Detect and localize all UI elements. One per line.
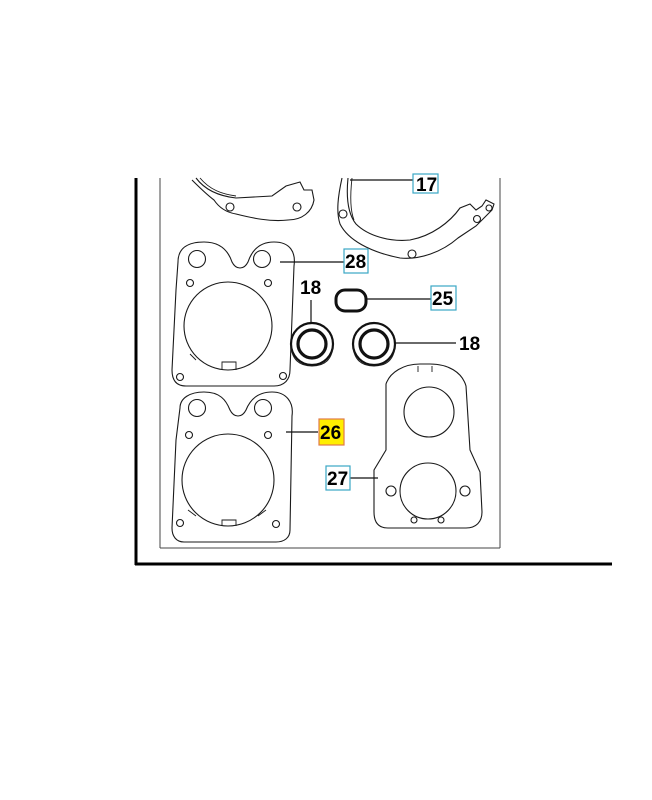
cylinder-gasket-28 bbox=[171, 241, 295, 387]
callout-26: 26 bbox=[320, 423, 341, 444]
cylinder-gasket-26 bbox=[171, 391, 293, 543]
crankcase-gasket-right-part bbox=[337, 177, 495, 259]
callout-25: 25 bbox=[432, 289, 454, 310]
callout-box-17 bbox=[412, 173, 439, 194]
callout-18-left: 18 bbox=[300, 278, 321, 299]
callout-box-27 bbox=[325, 465, 351, 491]
diagram-frame bbox=[134, 178, 612, 566]
small-gasket-25 bbox=[334, 288, 368, 313]
callout-27: 27 bbox=[327, 469, 348, 490]
crankcase-cover-gasket-27 bbox=[373, 363, 483, 529]
callout-18-right: 18 bbox=[459, 334, 480, 355]
leader-lines bbox=[280, 179, 456, 479]
callout-17: 17 bbox=[416, 175, 437, 196]
callout-box-25 bbox=[430, 285, 457, 311]
callout-box-26 bbox=[318, 418, 345, 446]
callout-box-28 bbox=[343, 248, 369, 274]
callout-28: 28 bbox=[345, 252, 366, 273]
seal-ring-right bbox=[351, 321, 397, 367]
seal-ring-left bbox=[289, 321, 335, 367]
crankcase-gasket-left-part bbox=[191, 177, 315, 222]
